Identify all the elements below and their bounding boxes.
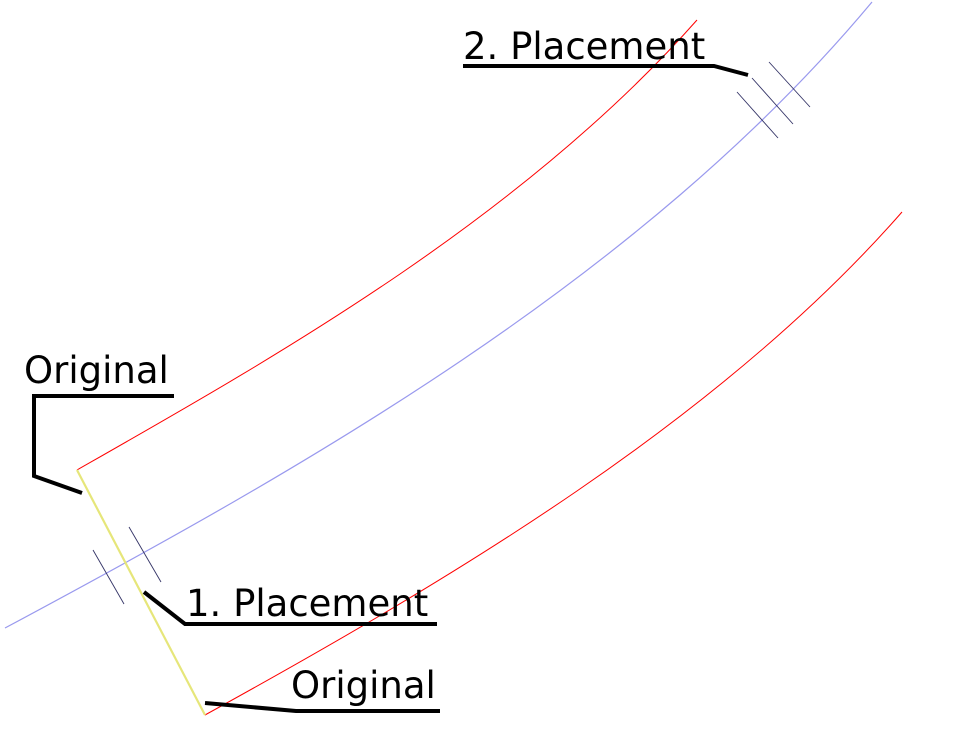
lower-offset-curve bbox=[204, 211, 903, 716]
centerline-curve bbox=[4, 1, 873, 629]
placement-2-label: 2. Placement bbox=[463, 25, 705, 68]
upper-offset-curve bbox=[76, 19, 698, 471]
placement-2-tick-left bbox=[736, 91, 779, 139]
placement-2-tick-middle bbox=[751, 77, 794, 125]
placement-1-label: 1. Placement bbox=[186, 582, 428, 625]
original-top-leader bbox=[32, 394, 174, 495]
original-bottom-label: Original bbox=[291, 664, 436, 707]
placement-1-leader bbox=[142, 590, 437, 626]
callout-original-top: Original bbox=[24, 349, 174, 495]
placement-2-leader bbox=[463, 64, 749, 77]
placement-2-tick-right bbox=[768, 61, 811, 108]
original-top-label: Original bbox=[24, 349, 169, 392]
placement-2-ticks bbox=[736, 61, 811, 139]
original-connector-line bbox=[76, 469, 206, 716]
placement-1-tick-left bbox=[92, 549, 125, 605]
callout-original-bottom: Original bbox=[204, 664, 440, 713]
placement-1-tick-right bbox=[128, 526, 162, 583]
original-bottom-leader bbox=[204, 701, 440, 713]
placement-1-ticks bbox=[92, 526, 162, 605]
callout-placement-1: 1. Placement bbox=[142, 582, 437, 626]
callout-placement-2: 2. Placement bbox=[463, 25, 749, 77]
